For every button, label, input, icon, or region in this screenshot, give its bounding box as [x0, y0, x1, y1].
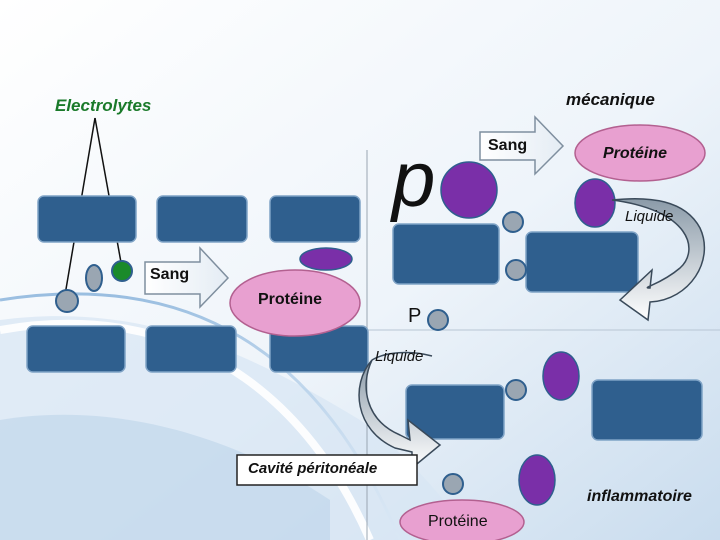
electrolyte-ion	[427, 309, 449, 331]
proteine-label-top: Protéine	[603, 145, 668, 162]
cell-block	[156, 195, 248, 243]
electrolyte-ion	[442, 473, 464, 495]
protein-molecule	[440, 161, 498, 219]
proteine-label-bottom: Protéine	[428, 513, 488, 530]
sang-arrow-top	[479, 115, 565, 176]
inflammatoire-label: inflammatoire	[587, 488, 692, 505]
electrolyte-ion	[502, 211, 524, 233]
electrolyte-ion-green	[111, 260, 133, 282]
protein-molecule	[542, 351, 580, 401]
cell-block	[145, 325, 237, 373]
cell-block	[26, 325, 126, 373]
mecanique-label: mécanique	[566, 90, 655, 109]
electrolytes-pointer-line	[94, 117, 123, 269]
liquide-curved-arrow-top	[611, 197, 706, 322]
cell-block	[525, 231, 639, 293]
liquide-curve-top-edge	[371, 351, 433, 361]
electrolyte-ion	[85, 264, 103, 292]
electrolyte-ion	[55, 289, 79, 313]
sang-label-left: Sang	[150, 266, 190, 283]
pressure-p-small: P	[408, 305, 422, 327]
cell-block	[405, 384, 505, 440]
electrolytes-label: Electrolytes	[55, 96, 152, 115]
electrolyte-ion	[505, 259, 527, 281]
protein-ellipse-bottom	[399, 499, 525, 540]
proteine-label-mid: Protéine	[258, 291, 323, 308]
protein-molecule	[518, 454, 556, 506]
electrolyte-ion	[505, 379, 527, 401]
cell-block	[37, 195, 137, 243]
cavite-label: Cavité péritonéale	[248, 460, 378, 477]
pressure-p-large: p	[392, 135, 436, 223]
protein-molecule	[574, 178, 616, 228]
cavite-box	[236, 454, 418, 486]
cell-block	[269, 195, 361, 243]
protein-ellipse-top	[574, 124, 706, 182]
protein-molecule	[299, 247, 353, 271]
cell-block	[591, 379, 703, 441]
cell-block	[392, 223, 500, 285]
sang-label-top: Sang	[488, 137, 528, 154]
protein-ellipse-mid	[229, 269, 361, 337]
liquide-curved-arrow-mid	[358, 359, 442, 470]
liquide-label-top: Liquide	[625, 208, 674, 225]
sang-arrow-left	[144, 246, 230, 309]
liquide-label-mid: Liquide	[375, 348, 424, 365]
